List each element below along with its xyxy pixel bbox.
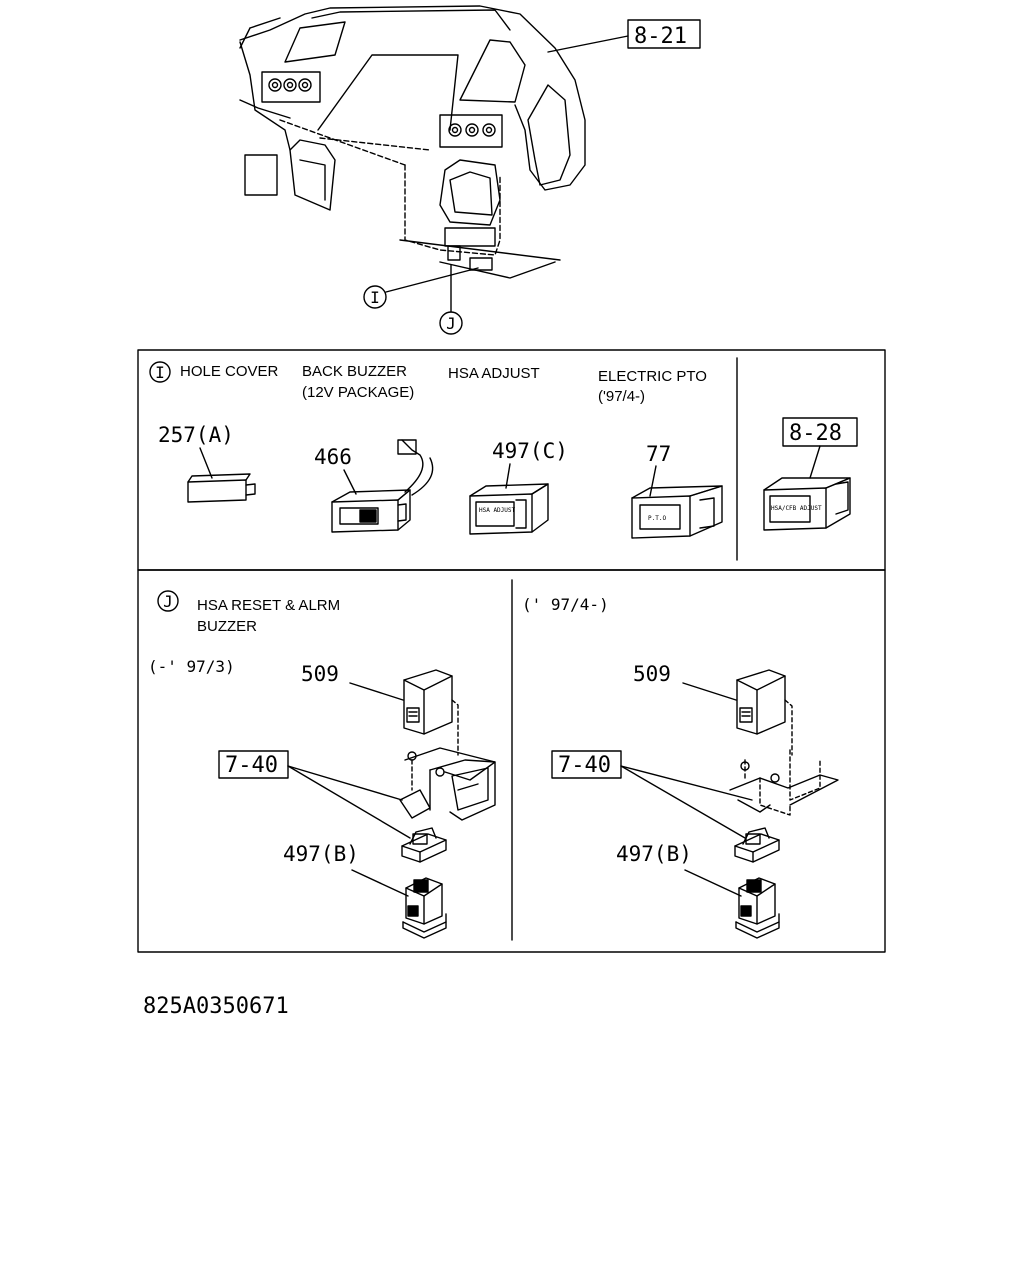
ref-box-7-40-right <box>551 750 622 779</box>
label-pto-period: ('97/4-) <box>598 388 645 405</box>
switch-text-828: HSA/CFB ADJUST <box>771 505 822 512</box>
callout-j-label: J <box>446 314 456 333</box>
leader-i <box>385 267 479 293</box>
label-electric-pto: ELECTRIC PTO <box>598 368 707 385</box>
hsa-cfb-switch-part <box>763 477 851 531</box>
relay-497b-right <box>735 877 780 939</box>
part-number-466: 466 <box>314 445 352 469</box>
label-back-buzzer: BACK BUZZER <box>302 363 407 380</box>
switch-text-pto: P.T.O <box>648 515 666 522</box>
hole-cover-part <box>187 473 256 503</box>
period-right: (' 97/4-) <box>522 595 609 614</box>
ref-box-7-40-left <box>218 750 289 779</box>
section-j-marker: J <box>163 592 173 611</box>
bracket-left <box>399 747 496 821</box>
leader-509-right <box>682 682 737 701</box>
electric-pto-switch-part <box>631 485 723 539</box>
leader-7-40-left-b <box>287 765 411 839</box>
part-number-497b-right: 497(B) <box>616 842 692 866</box>
callout-i-label: I <box>370 288 380 307</box>
label-12v-package: (12V PACKAGE) <box>302 384 414 401</box>
leader-8-21 <box>547 35 629 53</box>
part-number-509-right: 509 <box>633 662 671 686</box>
socket-left <box>401 827 447 863</box>
section-i-marker-circle <box>149 361 171 383</box>
label-hsa-reset: HSA RESET & ALRM <box>197 597 340 614</box>
diagram-code: 825A0350671 <box>143 994 289 1019</box>
leader-7-40-left-a <box>287 765 403 801</box>
hsa-adjust-switch-part <box>469 483 549 535</box>
section-j-marker-circle <box>157 590 179 612</box>
period-left: (-' 97/3) <box>148 657 235 676</box>
leader-497c <box>505 463 511 489</box>
ref-box-8-21 <box>627 19 701 49</box>
ref-label-7-40-left: 7-40 <box>225 753 278 778</box>
ref-label-8-21: 8-21 <box>634 24 687 49</box>
leader-497b-left <box>351 869 409 897</box>
part-number-257a: 257(A) <box>158 423 234 447</box>
label-hsa-adjust: HSA ADJUST <box>448 365 540 382</box>
part-number-77: 77 <box>646 442 671 466</box>
label-hole-cover: HOLE COVER <box>180 363 279 380</box>
relay-497b-left <box>402 877 447 939</box>
dashboard-illustration <box>239 5 586 279</box>
ref-label-7-40-right: 7-40 <box>558 753 611 778</box>
leader-466 <box>343 469 357 495</box>
leader-8-28 <box>809 445 821 479</box>
socket-right <box>734 827 780 863</box>
leader-257 <box>199 447 213 479</box>
bracket-right <box>729 749 839 816</box>
label-buzzer: BUZZER <box>197 618 257 635</box>
relay-509-right <box>736 669 793 756</box>
switch-text-hsa: HSA ADJUST <box>479 507 516 514</box>
leader-7-40-right-b <box>620 765 746 839</box>
callout-i-circle <box>363 285 387 309</box>
section-j-frame <box>137 569 886 953</box>
callout-j-circle <box>439 311 463 335</box>
leader-509-left <box>349 682 404 701</box>
relay-509-left <box>403 669 459 756</box>
section-i-marker: I <box>155 363 165 382</box>
part-number-497b-left: 497(B) <box>283 842 359 866</box>
leader-497b-right <box>684 869 742 897</box>
part-number-497c: 497(C) <box>492 439 568 463</box>
back-buzzer-part <box>331 439 434 533</box>
part-number-509-left: 509 <box>301 662 339 686</box>
leader-77 <box>649 465 657 497</box>
ref-label-8-28: 8-28 <box>789 421 842 446</box>
leader-7-40-right-a <box>620 765 753 801</box>
